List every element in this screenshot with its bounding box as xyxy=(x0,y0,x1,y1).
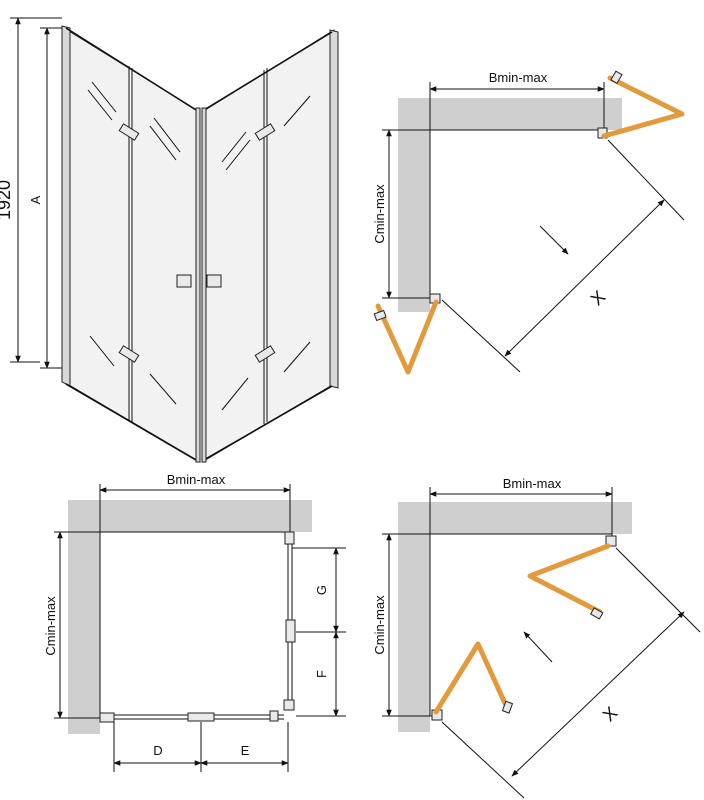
tr-x-label: X xyxy=(587,287,610,310)
br-b-label: Bmin-max xyxy=(503,476,562,491)
bl-wall-top xyxy=(68,500,312,532)
br-c-label: Cmin-max xyxy=(372,595,387,655)
bl-wall-left xyxy=(68,500,100,734)
tr-door-top xyxy=(601,75,685,139)
br-x-dimension xyxy=(511,611,685,777)
hinge-bottom-right xyxy=(254,345,276,363)
bl-bottom-handle xyxy=(187,712,215,722)
bl-c-label: Cmin-max xyxy=(43,596,58,656)
bl-right-handle xyxy=(285,619,296,643)
br-wall-left xyxy=(398,502,430,732)
perspective-view: 1920 A xyxy=(0,17,339,463)
right-wall-profile xyxy=(329,29,339,389)
wall-left xyxy=(398,98,430,312)
hinge-top-right xyxy=(254,123,276,141)
bl-f-label: F xyxy=(314,670,329,678)
tr-entry-arrow xyxy=(539,225,569,255)
bl-d-label: D xyxy=(153,743,162,758)
top-right-plan: Bmin-max Cmin-max X xyxy=(372,70,685,375)
bl-e-label: E xyxy=(241,743,250,758)
tr-x-dimension xyxy=(504,199,665,357)
bottom-right-plan: Bmin-max Cmin-max X xyxy=(372,476,701,799)
br-wall-top xyxy=(398,502,632,534)
knob-left xyxy=(176,274,192,288)
br-door-top xyxy=(527,543,611,615)
knob-right xyxy=(206,274,222,288)
hinge-bottom-left xyxy=(118,345,140,363)
bl-g-label: G xyxy=(314,585,329,595)
height-label: 1920 xyxy=(0,180,14,220)
left-wall-profile xyxy=(61,25,71,387)
tr-door-left xyxy=(375,299,439,375)
hinge-top-left xyxy=(118,123,140,141)
bl-b-label: Bmin-max xyxy=(167,472,226,487)
br-door-left xyxy=(433,641,511,715)
a-label: A xyxy=(28,195,43,204)
wall-top xyxy=(398,98,622,130)
tr-c-label: Cmin-max xyxy=(372,184,387,244)
br-entry-arrow xyxy=(523,631,553,663)
br-x-label: X xyxy=(599,703,622,726)
bottom-left-plan: Bmin-max Cmin-max G F D E xyxy=(43,472,346,772)
tr-b-label: Bmin-max xyxy=(489,70,548,85)
